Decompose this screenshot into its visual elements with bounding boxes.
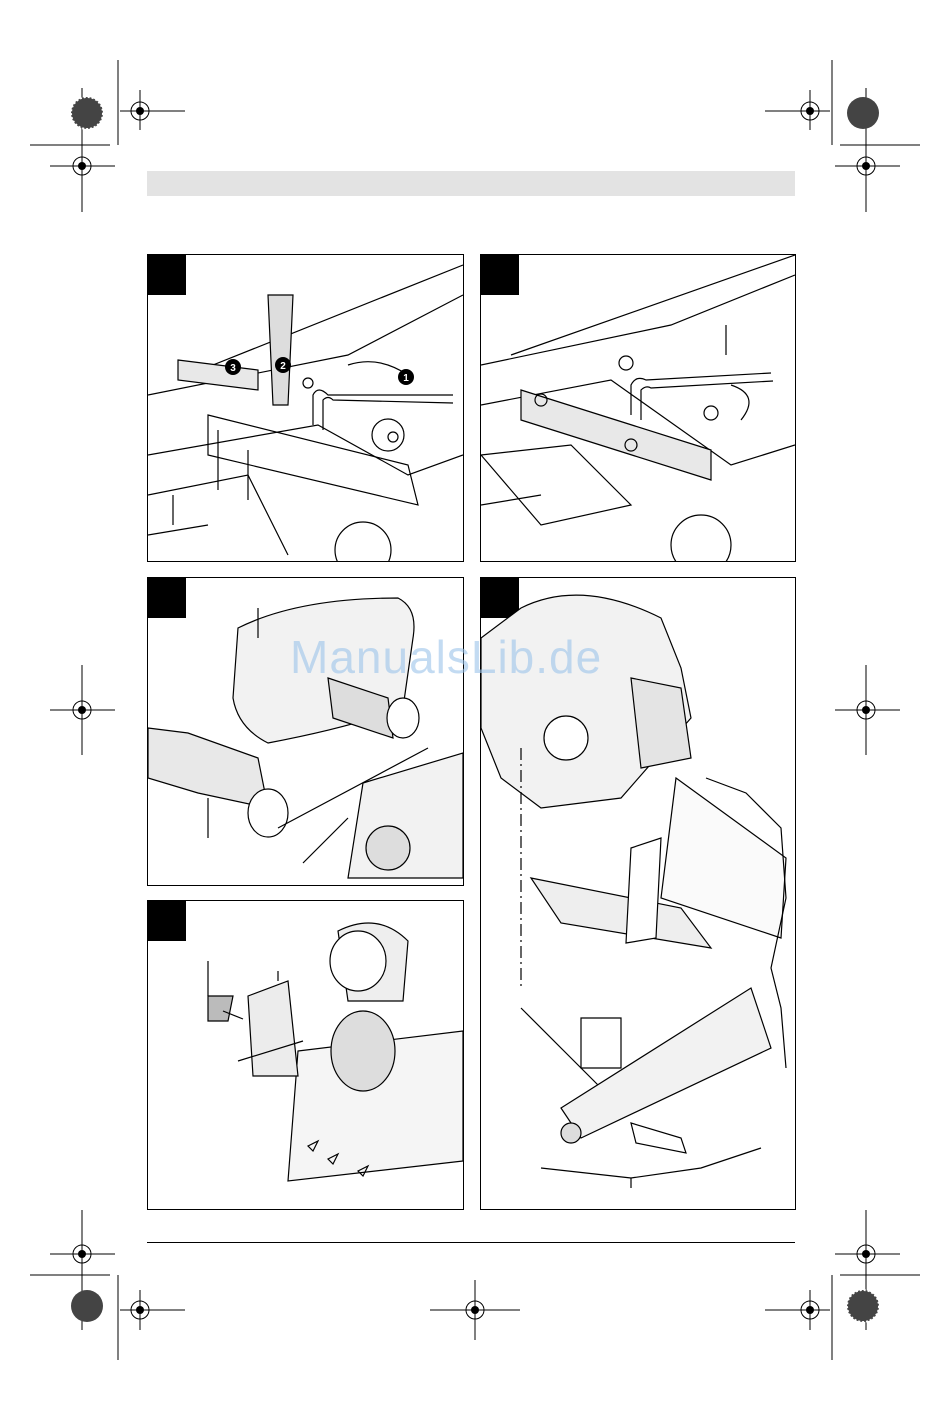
watermark-text: ManualsLib.de bbox=[290, 630, 602, 684]
step-marker-2: 2 bbox=[280, 361, 286, 372]
figure-5-illustration bbox=[148, 901, 463, 1209]
figure-5 bbox=[147, 900, 464, 1210]
header-bar bbox=[147, 171, 795, 196]
figure-3-illustration bbox=[148, 578, 463, 885]
figure-2-illustration bbox=[481, 255, 795, 561]
step-marker-3: 3 bbox=[230, 363, 236, 374]
step-marker-1: 1 bbox=[403, 373, 409, 384]
figure-3 bbox=[147, 577, 464, 886]
figure-1-illustration: 1 2 3 bbox=[148, 255, 463, 561]
figure-1: 1 2 3 bbox=[147, 254, 464, 562]
footer-rule bbox=[147, 1242, 795, 1243]
figure-2 bbox=[480, 254, 796, 562]
